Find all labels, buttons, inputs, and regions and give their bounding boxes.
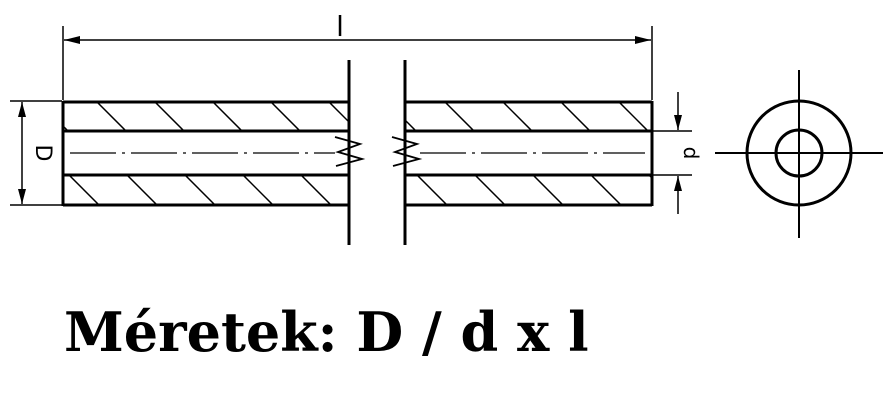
hatch-line — [97, 103, 126, 130]
length-arrow-left — [64, 36, 80, 44]
hatch-line — [127, 176, 157, 204]
hatch-line — [387, 103, 416, 130]
inner-diameter-arrow-bottom — [674, 176, 682, 191]
hatch-line — [533, 176, 563, 204]
outer-diameter-arrow-bottom — [18, 189, 26, 204]
break-symbol-left — [334, 136, 366, 167]
tube-section-left — [61, 100, 348, 207]
caption-formula: D / d x l — [356, 300, 589, 364]
hatching-top-wall — [64, 103, 648, 130]
hatch-line — [417, 176, 447, 204]
break-symbol-right — [391, 136, 423, 167]
hatching-bottom-wall — [69, 176, 651, 204]
hatch-line — [301, 176, 331, 204]
length-dimension — [62, 26, 653, 100]
end-view — [715, 70, 883, 238]
break-symbols — [334, 136, 423, 167]
hatch-line — [445, 103, 474, 130]
length-label: l — [336, 10, 344, 43]
hatch-line — [475, 176, 505, 204]
inner-diameter-dimension — [652, 92, 692, 214]
hatch-line — [243, 176, 273, 204]
caption-prefix: Méretek: — [64, 300, 338, 364]
outer-diameter-arrow-top — [18, 102, 26, 117]
hatch-line — [155, 103, 184, 130]
hatch-line — [185, 176, 215, 204]
dimensions-caption: Méretek: D / d x l — [64, 305, 589, 359]
hatch-line — [503, 103, 532, 130]
inner-diameter-arrow-top — [674, 115, 682, 130]
outer-diameter-label: D — [30, 145, 55, 162]
hatch-line — [329, 103, 358, 130]
length-arrow-right — [635, 36, 651, 44]
hatch-line — [561, 103, 590, 130]
hatch-line — [649, 176, 651, 204]
hatch-line — [213, 103, 242, 130]
hatch-line — [359, 176, 389, 204]
outer-diameter-dimension — [10, 100, 62, 206]
hatch-line — [591, 176, 621, 204]
hatch-line — [619, 103, 648, 130]
hatch-line — [69, 176, 99, 204]
hatch-line — [271, 103, 300, 130]
tube-section-right — [406, 100, 654, 207]
inner-diameter-label: d — [679, 147, 703, 160]
break-lines — [347, 60, 407, 245]
